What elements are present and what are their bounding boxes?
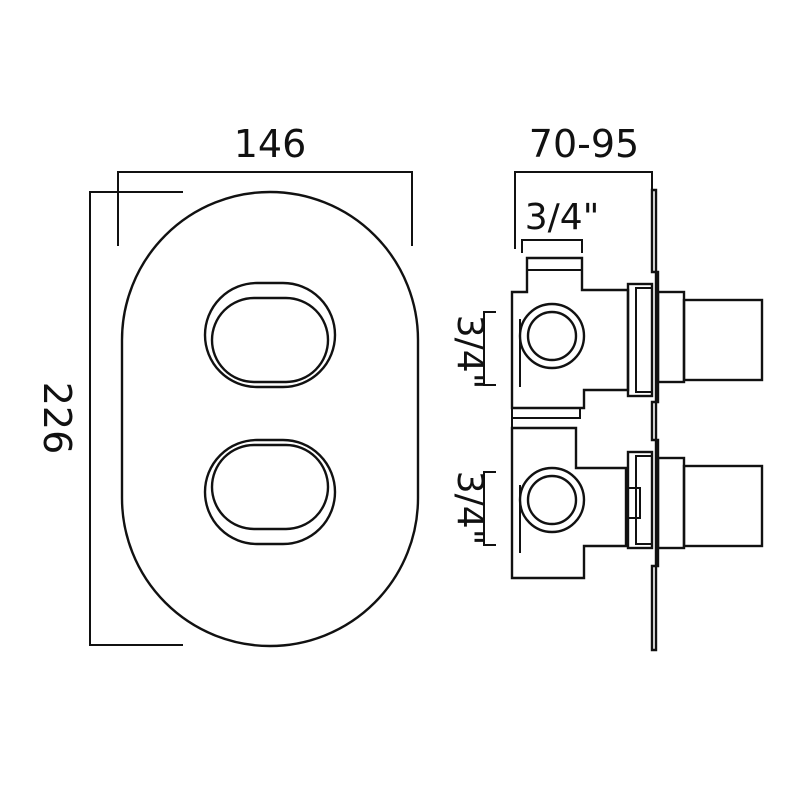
- lower-handle-sleeve: [682, 464, 764, 548]
- upper-handle-sleeve: [682, 298, 764, 382]
- upper-valve-body: [510, 256, 630, 419]
- width-dimension-label: 146: [234, 122, 307, 166]
- upper-control-knob: [203, 281, 337, 389]
- lower-lock-nut: [625, 487, 641, 519]
- depth-dimension-label: 70-95: [529, 122, 639, 166]
- lower-inlet-dimension-label: 3/4": [449, 471, 490, 546]
- lower-valve-body: [510, 417, 641, 580]
- backplate-outline: [120, 190, 420, 648]
- upper-spindle: [626, 282, 764, 398]
- lower-inlet-dimension-line: [483, 471, 496, 546]
- lower-spindle: [626, 450, 764, 550]
- front-view: 146 226: [35, 122, 420, 648]
- outlet-dimension-line: [521, 239, 583, 253]
- depth-dimension-line: [514, 171, 653, 249]
- upper-inlet-dimension-line: [483, 311, 496, 386]
- side-view: 70-95 3/4" 3/4" 3/4": [449, 122, 764, 652]
- height-dimension-line: [89, 191, 183, 646]
- height-dimension-label: 226: [35, 382, 79, 455]
- outlet-dimension-label: 3/4": [525, 197, 600, 238]
- upper-inlet-dimension-label: 3/4": [449, 315, 490, 390]
- width-dimension-line: [117, 171, 413, 246]
- lower-control-knob: [203, 438, 337, 546]
- wall-plate: [650, 188, 660, 652]
